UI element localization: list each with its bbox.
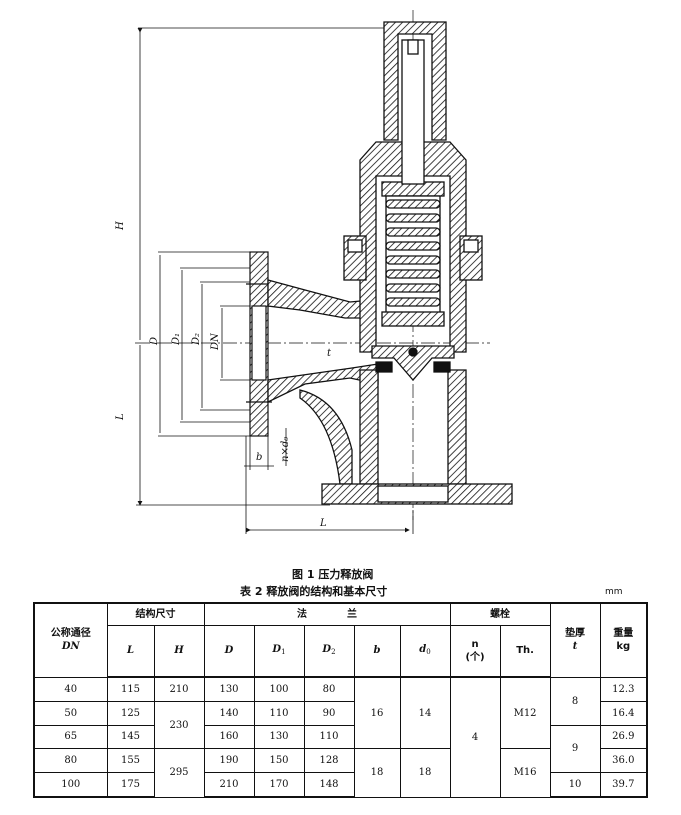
header-b: b [353,624,401,678]
cell-l: 155 [106,748,155,773]
valve-drawing: H L D D₁ D₂ DN [115,10,513,534]
table-row: 65 145 160 130 110 9 26.9 [33,724,649,773]
label-d: D [149,337,160,346]
header-weight: 重量 kg [599,602,649,678]
valve-disc [371,345,455,381]
cell-h: 295 [153,748,205,798]
cell-weight: 36.0 [599,748,649,773]
dimension-l-bottom [245,436,414,534]
cell-l: 125 [106,701,155,726]
label-l-bottom: L [319,518,327,529]
cell-dn: 65 [33,724,108,750]
cell-h: 230 [153,700,205,750]
cell-t: 8 [549,676,601,726]
label-h: H [115,221,126,231]
cell-dn: 100 [33,771,108,798]
cell-d2: 128 [303,748,355,773]
cell-l: 145 [106,724,155,750]
cell-b: 18 [353,748,401,798]
label-l-side: L [115,413,126,421]
cell-d1: 170 [253,771,305,798]
header-d1: D1 [253,624,305,678]
table-row: 80 155 295 190 150 128 18 18 M16 36.0 [33,748,649,798]
bonnet [343,141,483,353]
figure-caption: 图 1 压力释放阀 [292,568,374,581]
dimension-flange-diameters [158,251,250,437]
header-struct-dims: 结构尺寸 [106,602,205,626]
cell-d2: 148 [303,771,355,798]
header-d0: d0 [399,624,451,678]
cell-d2: 80 [303,676,355,702]
cell-t: 9 [549,724,601,773]
cell-d1: 130 [253,724,305,750]
label-t: t [327,348,332,359]
dimension-b [244,436,274,470]
valve-body [267,279,513,505]
spring [381,181,445,327]
cell-d: 210 [203,771,255,798]
header-h: H [153,624,205,678]
header-flange: 法 兰 [203,602,451,626]
cell-th: M12 [499,676,551,750]
label-d1: D₁ [171,333,182,346]
cell-b: 16 [353,676,401,750]
cell-d0: 14 [399,676,451,750]
header-pad-thickness: 垫厚 t [549,602,601,678]
cell-d: 130 [203,676,255,702]
cell-d: 190 [203,748,255,773]
cell-d: 140 [203,701,255,726]
dimension-h [136,27,410,506]
label-b: b [256,452,262,463]
header-d: D [203,624,255,678]
cell-t: 10 [549,771,601,798]
cell-dn: 80 [33,748,108,773]
cell-weight: 16.4 [599,701,649,726]
stem-and-cap [383,21,447,185]
header-n: n (个) [449,624,501,678]
header-th: Th. [499,624,551,678]
table-caption: 表 2 释放阀的结构和基本尺寸 [240,585,388,598]
header-bolt: 螺栓 [449,602,551,626]
cell-dn: 50 [33,701,108,726]
cell-th: M16 [499,748,551,798]
cell-d1: 150 [253,748,305,773]
cell-weight: 12.3 [599,676,649,702]
table-row: 40 115 210 130 100 80 16 14 4 M12 8 12.3 [33,676,649,798]
header-nominal-diameter: 公称通径 DN [33,602,108,678]
label-n-d0: n×d₀ [280,437,291,462]
cell-d0: 18 [399,748,451,798]
cell-h: 210 [153,676,205,702]
cell-d1: 110 [253,701,305,726]
label-dn: DN [210,332,221,351]
label-d2: D₂ [191,333,202,346]
cell-d: 160 [203,724,255,750]
cell-weight: 39.7 [599,771,649,798]
header-l: L [106,624,155,678]
cell-weight: 26.9 [599,724,649,750]
dimensions-table: 公称通径 DN 结构尺寸 法 兰 螺栓 垫厚 t 重量 kg L H D D1 … [33,602,649,798]
table-unit: mm [605,587,623,597]
table-row: 50 125 230 140 110 90 16.4 [33,700,649,750]
cell-l: 115 [106,676,155,702]
cell-d2: 110 [303,724,355,750]
cell-d2: 90 [303,701,355,726]
cell-d1: 100 [253,676,305,702]
cell-l: 175 [106,771,155,798]
cell-n: 4 [449,676,501,798]
cell-dn: 40 [33,676,108,702]
header-d2: D2 [303,624,355,678]
table-row: 100 175 210 170 148 10 39.7 [33,771,649,798]
